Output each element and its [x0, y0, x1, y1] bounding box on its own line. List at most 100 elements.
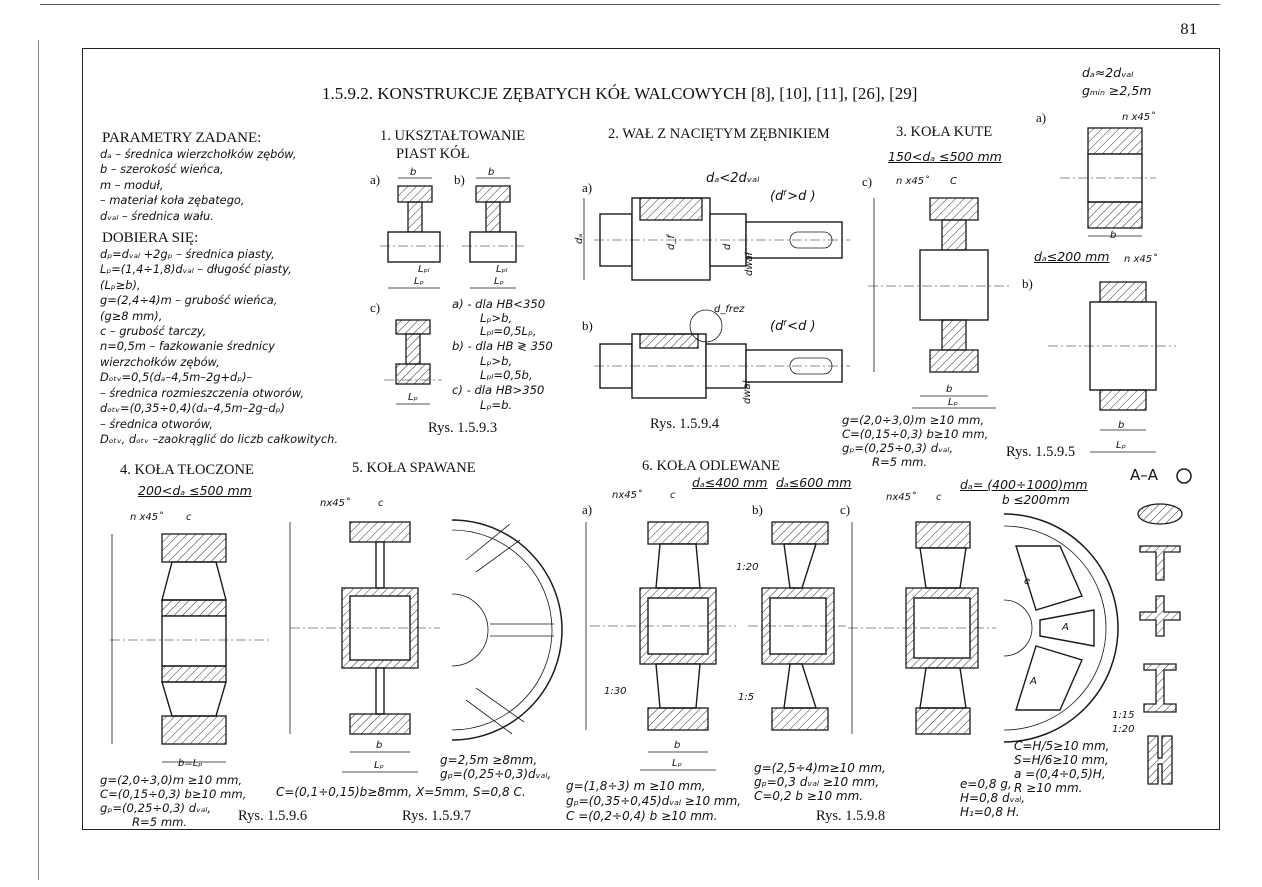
svg-text:A: A	[1029, 676, 1037, 687]
svg-text:a): a)	[370, 172, 380, 187]
given-heading: PARAMETRY ZADANE:	[102, 130, 262, 146]
figure-caption-1597: Rys. 1.5.9.7	[402, 808, 472, 824]
svg-text:A: A	[1061, 622, 1069, 633]
welded-wheel-face	[451, 519, 563, 741]
left-margin-rule	[38, 40, 39, 880]
chosen-line: (g≥8 mm),	[100, 308, 163, 323]
forged-wheel-c: c) b Lₚ n x45˚ C	[862, 174, 1010, 409]
svg-text:b: b	[488, 167, 494, 178]
svg-text:b): b)	[1022, 276, 1033, 291]
hub-drawing-b: b) b Lₚ Lₚₗ	[454, 167, 524, 289]
pressed-note-3: gₚ=(0,25÷0,3) dᵥₐₗ,	[100, 801, 212, 815]
section-1-subheading: PIAST KÓŁ	[396, 146, 470, 162]
given-line: dᵥₐₗ – średnica wału.	[100, 208, 214, 223]
svg-text:b: b	[410, 167, 416, 178]
hub-drawing-a: a) b Lₚ Lₚₗ	[370, 167, 448, 289]
svg-text:Lₚ: Lₚ	[494, 276, 504, 287]
svg-text:c): c)	[862, 174, 872, 189]
svg-text:Lₚₗ: Lₚₗ	[496, 264, 508, 275]
shaft-drawing-b: b) d_frez dwał	[582, 304, 850, 404]
svg-text:c: c	[936, 492, 942, 503]
arm-note-4: R ≥10 mm.	[1014, 781, 1083, 795]
svg-text:a): a)	[582, 502, 592, 517]
cast-note-4: g=(2,5÷4)m≥10 mm,	[754, 761, 886, 775]
cast-a-range: dₐ≤400 mm	[692, 475, 768, 490]
section-aa-label: A–A	[1130, 466, 1159, 484]
svg-text:C: C	[950, 176, 957, 187]
welded-note-1: g=2,5m ≥8mm,	[440, 753, 538, 767]
pressed-note-1: g=(2,0÷3,0)m ≥10 mm,	[100, 773, 243, 787]
svg-text:1:30: 1:30	[604, 686, 626, 697]
section-5-heading: 5. KOŁA SPAWANE	[352, 460, 476, 476]
svg-text:1:5: 1:5	[738, 692, 754, 703]
cast-b-range: dₐ≤600 mm	[776, 475, 852, 490]
chosen-line: dₚ=dᵥₐₗ +2gₚ – średnica piasty,	[100, 247, 275, 262]
svg-text:c: c	[378, 498, 384, 509]
cast-note-5: gₚ=0,3 dᵥₐₗ ≥10 mm,	[754, 775, 880, 789]
shaft-condition-a: dₐ<2dᵥₐₗ	[706, 171, 760, 186]
given-line: dₐ – średnica wierzchołków zębów,	[100, 147, 297, 161]
forged-note-2: C=(0,15÷0,3) b≥10 mm,	[842, 427, 989, 441]
hub-note-a3: Lₚₗ=0,5Lₚ,	[480, 324, 537, 338]
svg-text:b): b)	[752, 502, 763, 517]
pressed-range: 200<dₐ ≤500 mm	[138, 483, 252, 498]
forged-a-note-2: gₘᵢₙ ≥2,5m	[1082, 83, 1152, 98]
svg-text:Lₚ: Lₚ	[408, 392, 418, 403]
svg-text:1:20: 1:20	[1112, 724, 1134, 735]
forged-a-note-1: dₐ≈2dᵥₐₗ	[1082, 65, 1134, 80]
arm-note-3: a =(0,4÷0,5)H,	[1014, 767, 1106, 781]
svg-text:a): a)	[1036, 110, 1046, 125]
svg-text:dwał: dwał	[742, 379, 753, 404]
shaft-df-a: (dᶠ>d )	[770, 189, 816, 204]
top-rule	[40, 4, 1220, 5]
welded-note-2: gₚ=(0,25÷0,3)dᵥₐₗ,	[440, 767, 552, 781]
svg-text:dₐ: dₐ	[574, 234, 585, 244]
pressed-note-4: R=5 mm.	[132, 815, 188, 829]
page-title: 1.5.9.2. KONSTRUKCJE ZĘBATYCH KÓŁ WALCOW…	[322, 84, 918, 103]
svg-text:n x45˚: n x45˚	[896, 175, 929, 187]
hub-note-a2: Lₚ>b,	[480, 311, 513, 325]
chosen-line: Lₚ=(1,4÷1,8)dᵥₐₗ – długość piasty,	[100, 262, 292, 277]
forged-note-3: gₚ=(0,25÷0,3) dᵥₐₗ,	[842, 441, 954, 455]
arm-sections: 1:15 1:20	[1112, 468, 1192, 785]
svg-text:Lₚ: Lₚ	[1116, 440, 1126, 451]
cast-c-width: b ≤200mm	[1002, 493, 1070, 507]
svg-text:Lₚ: Lₚ	[414, 276, 424, 287]
section-1-heading: 1. UKSZTAŁTOWANIE	[380, 128, 526, 144]
svg-text:d_frez: d_frez	[714, 304, 745, 315]
cast-note-9: H₁=0,8 H.	[960, 805, 1020, 819]
forged-b-note: dₐ≤200 mm	[1034, 249, 1110, 264]
chosen-line: c – grubość tarczy,	[100, 324, 207, 339]
figure-caption-1596: Rys. 1.5.9.6	[238, 808, 308, 824]
svg-text:n x45˚: n x45˚	[1124, 253, 1157, 265]
svg-text:nx45˚: nx45˚	[320, 497, 350, 509]
chosen-line: (Lₚ≥b),	[100, 277, 141, 292]
svg-text:d_f: d_f	[666, 234, 677, 250]
page-number: 81	[1180, 22, 1198, 38]
svg-text:1:15: 1:15	[1112, 710, 1134, 721]
chosen-line: Dₒₜᵥ=0,5(dₐ–4,5m–2g+dₚ)–	[100, 370, 253, 385]
chosen-list: dₚ=dᵥₐₗ +2gₚ – średnica piasty,Lₚ=(1,4÷1…	[100, 247, 380, 447]
section-6-heading: 6. KOŁA ODLEWANE	[642, 458, 781, 474]
svg-text:dwał: dwał	[744, 251, 755, 276]
given-line: – materiał koła zębatego,	[100, 193, 245, 208]
section-2-heading: 2. WAŁ Z NACIĘTYM ZĘBNIKIEM	[608, 126, 830, 142]
forged-wheel-b: b) b Lₚ n x45˚	[1022, 253, 1176, 453]
cast-note-2: gₚ=(0,35÷0,45)dᵥₐₗ ≥10 mm,	[566, 794, 742, 808]
svg-text:Lₚ: Lₚ	[948, 397, 958, 408]
drawing-frame	[82, 48, 1220, 830]
given-line: b – szerokość wieńca,	[100, 162, 224, 177]
chosen-line: g=(2,4÷4)m – grubość wieńca,	[100, 293, 278, 308]
hub-note-b3: Lₚₗ=0,5b,	[480, 368, 533, 382]
hub-note-b: b) - dla HB ≷ 350	[452, 339, 553, 353]
svg-text:b): b)	[454, 172, 465, 187]
svg-text:Lₚₗ: Lₚₗ	[418, 264, 430, 275]
svg-text:c): c)	[370, 300, 380, 315]
svg-text:b: b	[1118, 420, 1124, 431]
welded-wheel-section: b Lₚ nx45˚ c	[289, 497, 440, 773]
given-list: dₐ – średnica wierzchołków zębów,b – sze…	[100, 147, 380, 224]
hub-note-c2: Lₚ=b.	[480, 398, 513, 412]
figure-caption-1598: Rys. 1.5.9.8	[816, 808, 886, 824]
cast-note-8: H=0,8 dᵥₐₗ,	[960, 791, 1026, 805]
